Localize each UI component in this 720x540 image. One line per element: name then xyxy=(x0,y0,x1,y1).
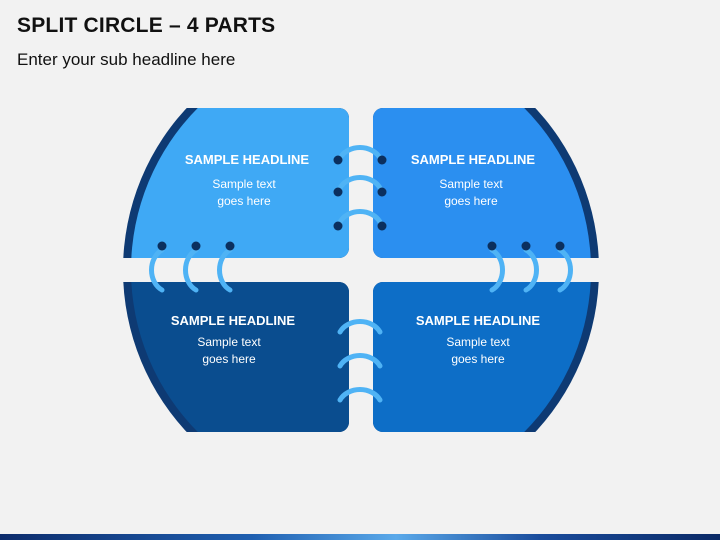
quadrant-bottom-right-headline: SAMPLE HEADLINE xyxy=(416,313,541,328)
binder-rings-bottom xyxy=(337,319,383,403)
quadrant-bottom-left-text-line1: Sample text xyxy=(197,335,261,349)
quadrant-top-left-headline: SAMPLE HEADLINE xyxy=(185,152,310,167)
quadrant-bottom-right-text-line1: Sample text xyxy=(446,335,510,349)
slide-title: SPLIT CIRCLE – 4 PARTS xyxy=(17,14,276,37)
quadrant-top-left-text-line2: goes here xyxy=(217,194,271,208)
slide-subtitle: Enter your sub headline here xyxy=(17,50,236,69)
quadrant-top-right-headline: SAMPLE HEADLINE xyxy=(411,152,536,167)
quadrant-bottom-left-headline: SAMPLE HEADLINE xyxy=(171,313,296,328)
binder-holes-left xyxy=(157,241,235,251)
binder-rings-right xyxy=(489,247,573,293)
binder-holes-right xyxy=(487,241,565,251)
quadrant-bottom-right-text-line2: goes here xyxy=(451,352,505,366)
binder-rings-left xyxy=(149,247,233,293)
bottom-accent-bar xyxy=(0,534,720,540)
quadrant-top-right-text-line1: Sample text xyxy=(439,177,503,191)
binder-holes-top xyxy=(333,155,387,231)
quadrant-top-left-text-line1: Sample text xyxy=(212,177,276,191)
binder-rings-top xyxy=(337,145,383,225)
quadrant-top-right-text-line2: goes here xyxy=(444,194,498,208)
quadrant-bottom-left-text-line2: goes here xyxy=(202,352,256,366)
